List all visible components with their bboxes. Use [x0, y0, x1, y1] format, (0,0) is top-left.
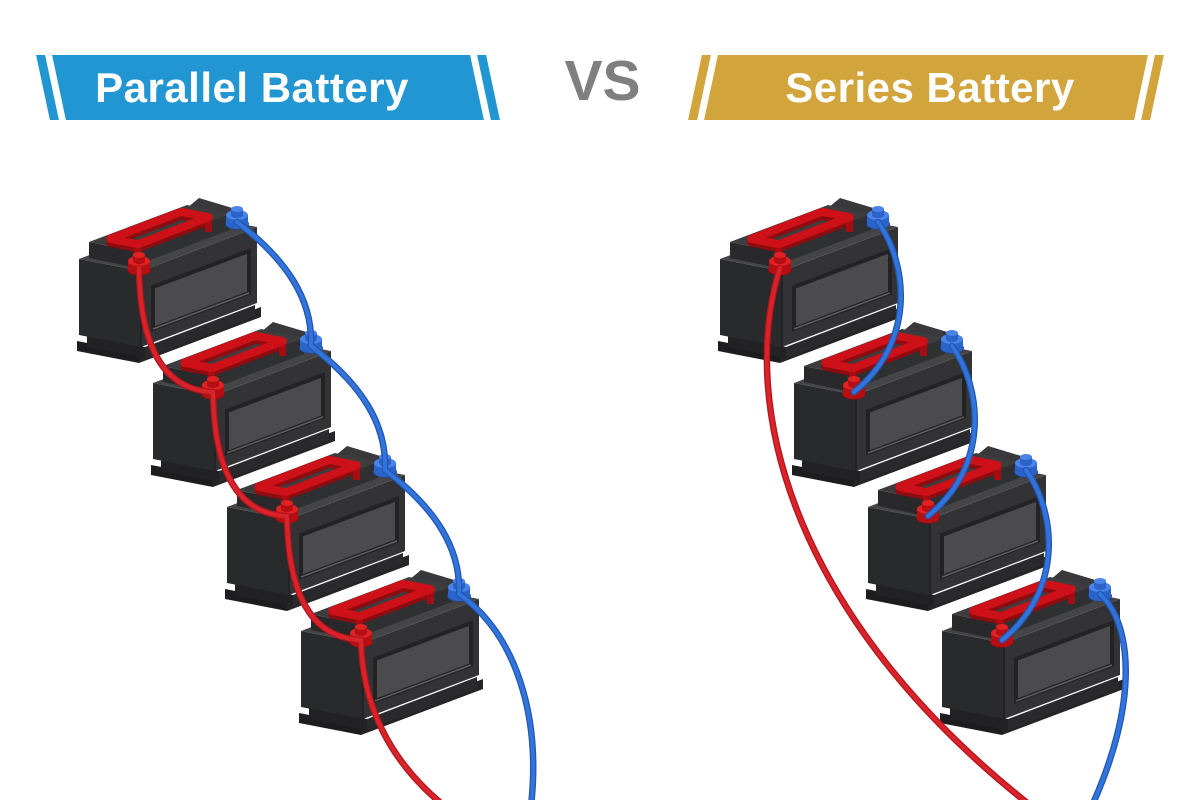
- parallel-banner-title: Parallel Battery: [95, 64, 409, 111]
- series-positive-lead: [764, 266, 1027, 800]
- series-link-wire: [852, 220, 1128, 800]
- battery-icon: [77, 198, 261, 363]
- parallel-negative-wire: [235, 220, 536, 800]
- series-banner: Series Battery: [688, 55, 1164, 120]
- vs-text: VS: [564, 49, 641, 113]
- parallel-banner: Parallel Battery: [36, 55, 500, 120]
- parallel-wires: [135, 218, 537, 800]
- series-banner-title: Series Battery: [785, 64, 1075, 111]
- battery-icon: [718, 198, 902, 363]
- series-wires: [763, 218, 1129, 800]
- parallel-positive-wire: [137, 266, 441, 800]
